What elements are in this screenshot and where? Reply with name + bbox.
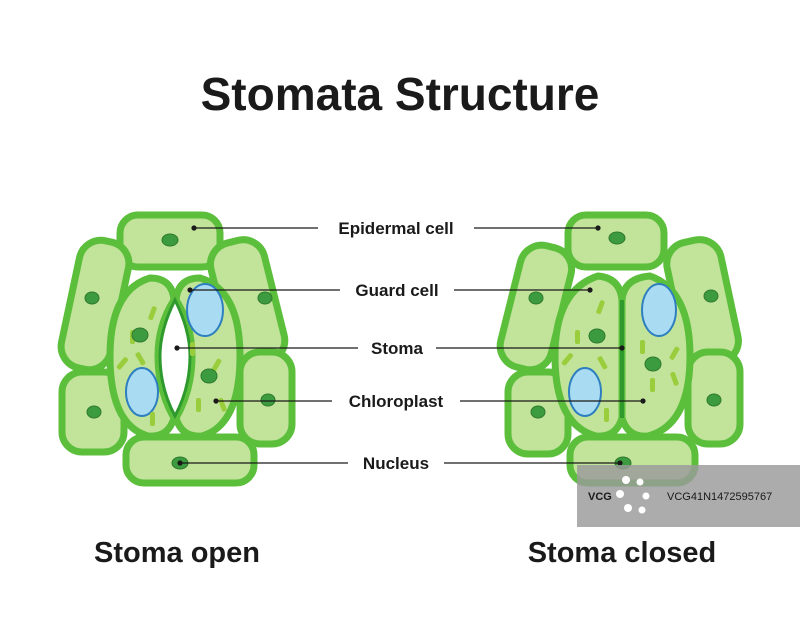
vacuole: [568, 367, 602, 417]
nucleus: [200, 368, 218, 384]
stoma-pore-open: [158, 296, 192, 420]
caption-stoma-open: Stoma open: [94, 537, 260, 569]
leader-dot: [191, 225, 197, 231]
nucleus: [528, 291, 544, 305]
vacuole: [186, 283, 224, 337]
chloroplast: [669, 346, 680, 360]
chloroplasts-closed: [561, 300, 680, 422]
leader-dot: [177, 460, 183, 466]
label-guard-cell: Guard cell: [355, 281, 438, 300]
chloroplast: [596, 300, 605, 315]
nucleus: [260, 393, 276, 407]
chloroplast: [597, 356, 608, 370]
chloroplast: [604, 408, 609, 422]
leader-dot: [174, 345, 180, 351]
caption-stoma-closed: Stoma closed: [528, 537, 717, 569]
leader-dot: [595, 225, 601, 231]
nucleus: [588, 328, 606, 344]
watermark-background: [577, 465, 800, 527]
chloroplast: [640, 340, 645, 354]
label-chloroplast: Chloroplast: [349, 392, 444, 411]
vacuole: [125, 367, 159, 417]
chloroplast: [561, 353, 573, 366]
watermark-brand: VCG: [588, 491, 612, 503]
chloroplast: [135, 352, 146, 366]
leader-dot: [587, 287, 593, 293]
label-nucleus: Nucleus: [363, 454, 429, 473]
stoma-open-diagram: [57, 211, 296, 487]
chloroplast: [116, 357, 128, 370]
nuclei-open: [84, 233, 276, 470]
chloroplast: [575, 330, 580, 344]
watermark-id: VCG41N1472595767: [667, 491, 772, 503]
nucleus: [257, 291, 273, 305]
watermark: VCG VCG41N1472595767: [577, 465, 800, 527]
nucleus: [86, 405, 102, 419]
chloroplast: [650, 378, 655, 392]
label-epidermal-cell: Epidermal cell: [338, 219, 453, 238]
nucleus: [530, 405, 546, 419]
chloroplast: [148, 306, 157, 321]
leader-dot: [213, 398, 219, 404]
chloroplast: [196, 398, 201, 412]
stoma-closed-diagram: [496, 211, 744, 487]
nucleus: [161, 233, 179, 247]
nucleus: [703, 289, 719, 303]
chloroplasts-open: [116, 306, 227, 426]
chloroplast: [670, 371, 679, 386]
chloroplast: [190, 342, 195, 356]
nucleus: [608, 231, 626, 245]
label-stoma: Stoma: [371, 339, 424, 358]
leader-dot: [187, 287, 193, 293]
leader-dot: [619, 345, 625, 351]
nucleus: [84, 291, 100, 305]
leader-dot: [617, 460, 623, 466]
page-title: Stomata Structure: [201, 68, 600, 120]
vacuole: [641, 283, 677, 337]
chloroplast: [150, 412, 155, 426]
nucleus: [131, 327, 149, 343]
nucleus: [644, 356, 662, 372]
nuclei-closed: [528, 231, 722, 470]
watermark-logo-icon: [616, 476, 650, 514]
nucleus: [706, 393, 722, 407]
leader-dot: [640, 398, 646, 404]
leader-lines: [174, 225, 646, 466]
epidermal-cell: [122, 433, 258, 487]
chloroplast: [211, 358, 222, 372]
